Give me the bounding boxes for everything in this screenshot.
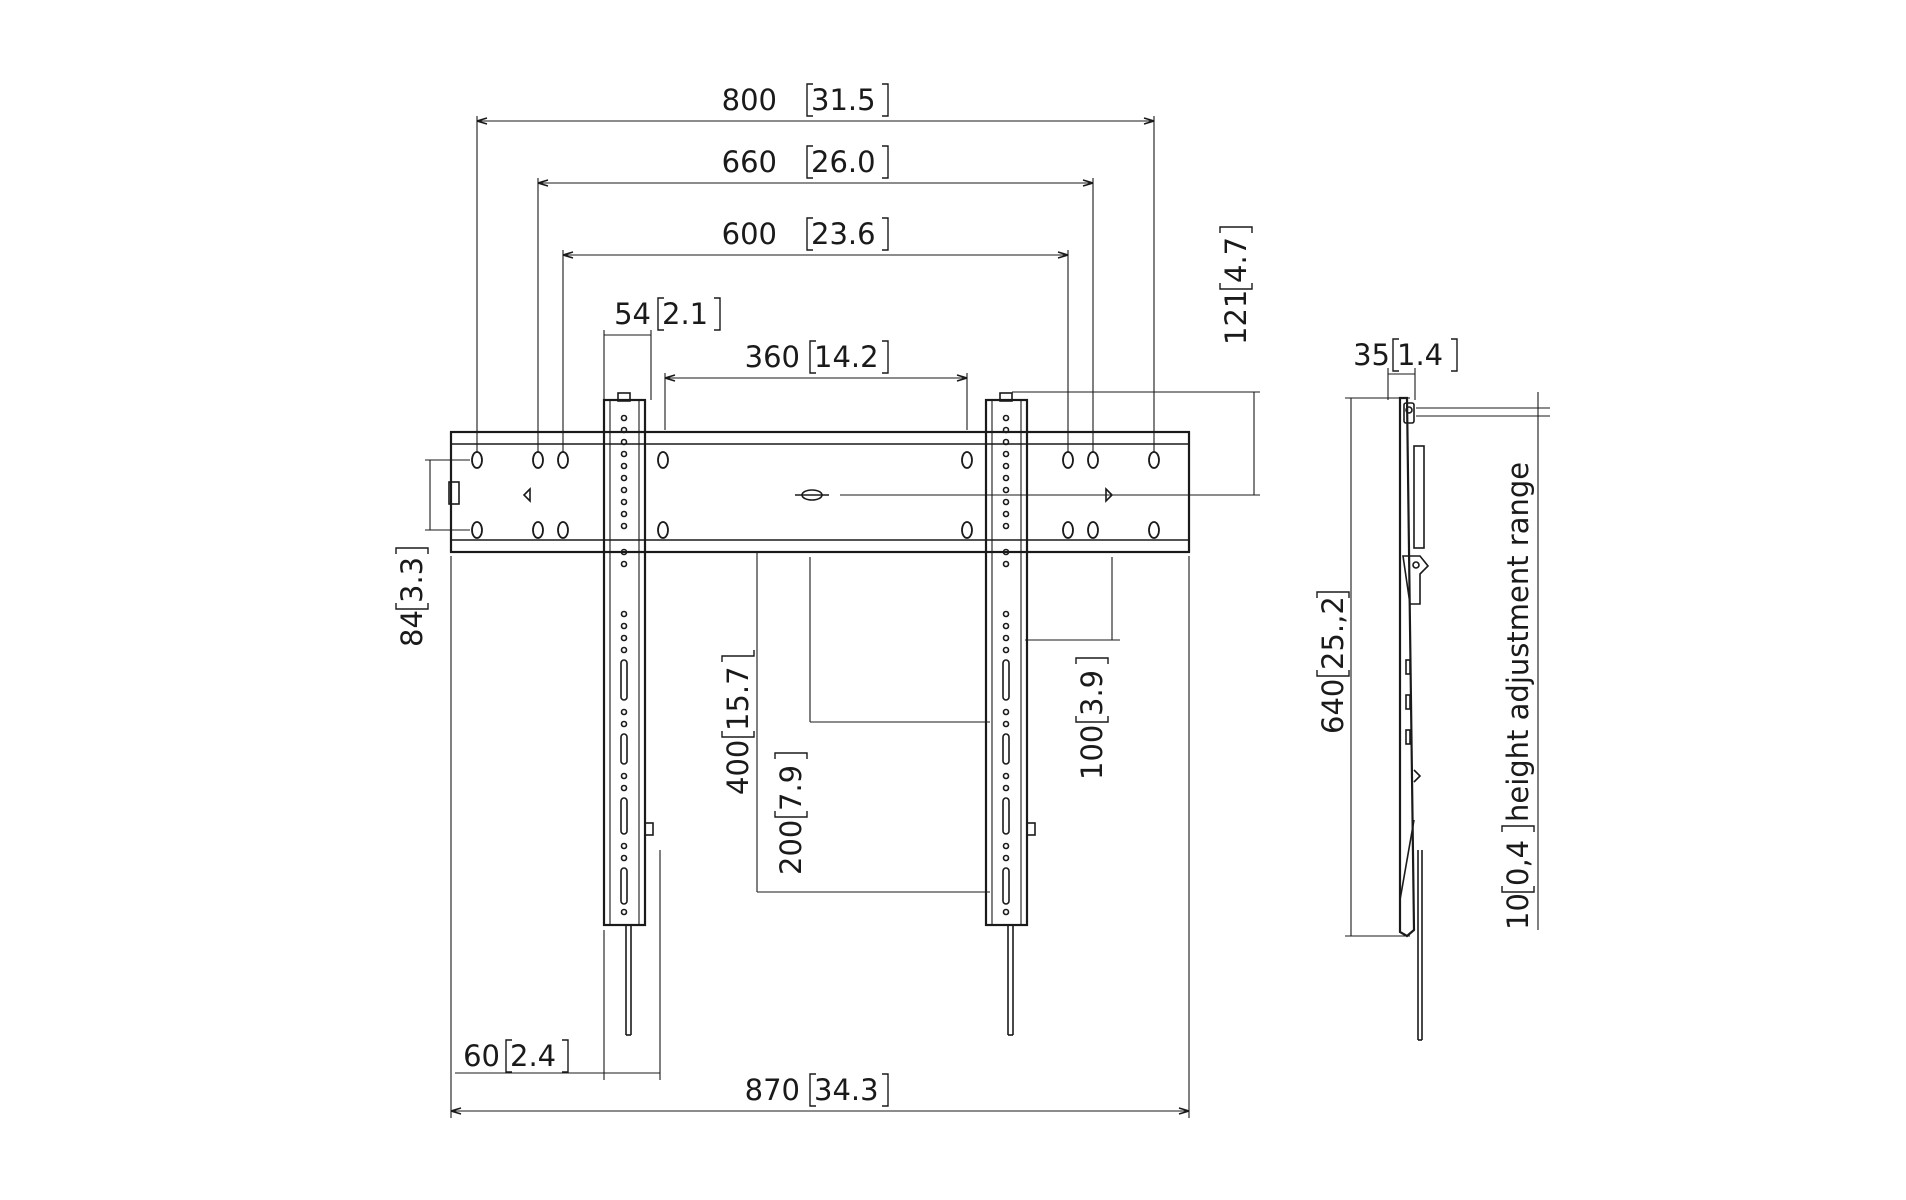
- dim-121-value: 121: [1219, 290, 1253, 345]
- dim-84-value: 84: [395, 610, 429, 647]
- dim-121-imperial: 4.7: [1219, 237, 1253, 283]
- dim-10-imperial: 0,4: [1501, 840, 1535, 886]
- side-view-bracket: [1398, 396, 1430, 1041]
- dim-10-label: 10 0,4 height adjustment range: [1501, 462, 1535, 930]
- dim-121-label: 121 4.7: [1219, 226, 1253, 345]
- front-dimension-lines: [425, 116, 1260, 1118]
- dim-35-imperial: 1.4: [1397, 338, 1443, 372]
- dim-100-label: 100 3.9: [1075, 657, 1109, 780]
- dim-200-label: 200 7.9: [774, 752, 808, 875]
- dim-100-imperial: 3.9: [1075, 670, 1109, 716]
- side-dimension-lines: [1345, 368, 1550, 937]
- dim-600-imperial: 23.6: [811, 217, 876, 251]
- dim-400-label: 400 15.7: [721, 650, 755, 795]
- dim-660-label: 660 26.0: [722, 145, 889, 179]
- left-mounting-arm: [602, 392, 654, 1036]
- dim-800-value: 800: [722, 83, 777, 117]
- dim-35-label: 35 1.4: [1353, 338, 1458, 372]
- dim-360-label: 360 14.2: [745, 340, 889, 374]
- dim-870-imperial: 34.3: [814, 1073, 879, 1107]
- dim-54-value: 54: [614, 297, 651, 331]
- dim-54-label: 54 2.1: [614, 297, 721, 331]
- dim-54-imperial: 2.1: [662, 297, 708, 331]
- dim-870-value: 870: [745, 1073, 800, 1107]
- dim-400-value: 400: [721, 740, 755, 795]
- dim-10-description: height adjustment range: [1501, 462, 1535, 822]
- dim-360-imperial: 14.2: [814, 340, 879, 374]
- dim-660-value: 660: [722, 145, 777, 179]
- dim-400-imperial: 15.7: [721, 666, 755, 731]
- dim-870-label: 870 34.3: [745, 1073, 889, 1107]
- dim-360-value: 360: [745, 340, 800, 374]
- dim-660-imperial: 26.0: [811, 145, 876, 179]
- dim-800-imperial: 31.5: [811, 83, 876, 117]
- dim-60-value: 60: [463, 1039, 500, 1073]
- dim-84-label: 84 3.3: [395, 547, 429, 647]
- dim-84-imperial: 3.3: [395, 557, 429, 603]
- dim-100-value: 100: [1075, 725, 1109, 780]
- dim-60-imperial: 2.4: [510, 1039, 556, 1073]
- wall-rail: [448, 430, 1191, 554]
- dim-35-value: 35: [1353, 338, 1390, 372]
- dim-600-value: 600: [722, 217, 777, 251]
- dim-10-value: 10: [1501, 893, 1535, 930]
- dim-640-imperial: 25.,2: [1316, 596, 1350, 670]
- dim-640-value: 640: [1316, 679, 1350, 734]
- dim-60-label: 60 2.4: [463, 1039, 569, 1073]
- dim-800-label: 800 31.5: [722, 83, 889, 117]
- dim-640-label: 640 25.,2: [1316, 591, 1350, 734]
- dim-200-imperial: 7.9: [774, 765, 808, 811]
- right-mounting-arm: [984, 392, 1036, 1036]
- dim-200-value: 200: [774, 820, 808, 875]
- dim-600-label: 600 23.6: [722, 217, 889, 251]
